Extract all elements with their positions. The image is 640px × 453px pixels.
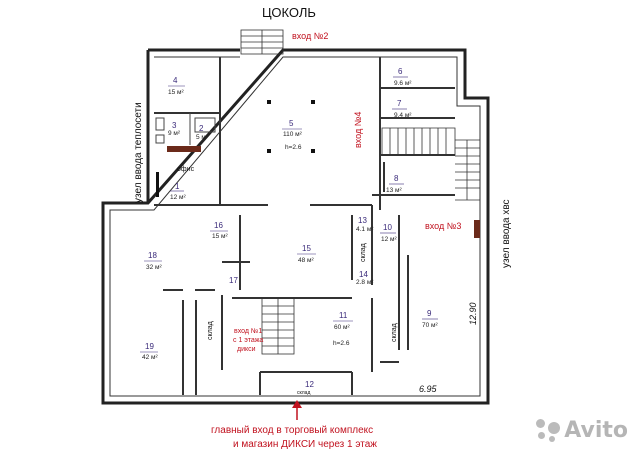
water-meter-block xyxy=(474,220,480,238)
room-10-area: 12 м² xyxy=(381,236,398,243)
entrance-2-label: вход №2 xyxy=(292,31,328,41)
stairs-entrance-4 xyxy=(381,127,456,156)
outer-walls xyxy=(101,48,490,405)
room-8-number: 8 xyxy=(394,174,399,183)
room-16-area: 15 м² xyxy=(212,233,229,240)
room-11-height: h=2.6 xyxy=(333,340,350,347)
sklad-label-2: склад xyxy=(207,321,214,340)
stairs-entrance-2 xyxy=(240,29,284,55)
caption-line-1: главный вход в торговый комплекс xyxy=(211,425,373,436)
room-4-area: 15 м² xyxy=(168,89,185,96)
sklad-label-4: склад xyxy=(297,390,310,396)
room-7-number: 7 xyxy=(397,99,402,108)
room-1-area: 12 м² xyxy=(170,194,187,201)
room-2-number: 2 xyxy=(199,124,204,133)
inner-outline xyxy=(109,56,481,397)
room-8-area: 13 м² xyxy=(386,187,403,194)
water-inlet-label: узел ввода хвс xyxy=(501,199,512,268)
plan-title: ЦОКОЛЬ xyxy=(262,5,316,20)
room-18-area: 32 м² xyxy=(146,264,163,271)
warehouse-labels: склад склад склад склад xyxy=(207,243,398,396)
avito-watermark-text: Avito xyxy=(564,418,628,443)
entrance-1-label-line2: с 1 этажа xyxy=(233,337,263,344)
entrance-4-label: вход №4 xyxy=(353,112,363,148)
entrance-3-label: вход №3 xyxy=(425,221,461,231)
sklad-label-1: склад xyxy=(360,243,367,262)
stairs-entrance-1 xyxy=(261,297,295,355)
room-9-number: 9 xyxy=(427,309,432,318)
caption-line-2: и магазин ДИКСИ через 1 этаж xyxy=(233,439,377,450)
room-13-area: 4.1 м² xyxy=(356,226,374,233)
office-window xyxy=(156,172,159,197)
room-16-number: 16 xyxy=(214,221,223,230)
bathroom-fixtures xyxy=(155,113,216,145)
room-17-number: 17 xyxy=(229,276,238,285)
room-6-area: 9.6 м² xyxy=(394,80,412,87)
room-11-area: 60 м² xyxy=(334,324,351,331)
avito-watermark: Avito xyxy=(536,418,628,443)
room-19-number: 19 xyxy=(145,342,154,351)
room-12-number: 12 xyxy=(305,380,314,389)
room-9-area: 70 м² xyxy=(422,322,439,329)
room-15-area: 48 м² xyxy=(298,257,315,264)
room-labels: 4 15 м² 3 9 м² 2 5 м² офис 1 12 м² 5 110… xyxy=(140,67,439,389)
room-3-area: 9 м² xyxy=(168,130,181,137)
sklad-label-3: склад xyxy=(391,323,398,342)
entrance-1-label-line3: дикси xyxy=(237,346,256,353)
room-14-number: 14 xyxy=(359,270,368,279)
room-3-number: 3 xyxy=(172,121,177,130)
avito-logo-icon xyxy=(536,418,561,443)
room-5-number: 5 xyxy=(289,119,294,128)
columns xyxy=(267,100,315,153)
heating-inlet-label: узел ввода теплосети xyxy=(133,102,144,203)
room-15-number: 15 xyxy=(302,244,311,253)
entrance-1-label-line1: вход №1 xyxy=(234,328,262,335)
room-10-number: 10 xyxy=(383,223,392,232)
room-5-height: h=2.6 xyxy=(285,144,302,151)
room-7-area: 9.4 м² xyxy=(394,112,412,119)
room-19-area: 42 м² xyxy=(142,354,159,361)
room-1-label: офис xyxy=(177,166,195,173)
room-11-number: 11 xyxy=(339,311,348,320)
room-1-number: 1 xyxy=(175,182,180,191)
room-18-number: 18 xyxy=(148,251,157,260)
main-entrance-arrow xyxy=(292,400,302,420)
interior-walls xyxy=(154,57,455,395)
room-4-number: 4 xyxy=(173,76,178,85)
room-5-area: 110 м² xyxy=(283,131,303,138)
room-2-area: 5 м² xyxy=(196,134,209,141)
room-6-number: 6 xyxy=(398,67,403,76)
heating-meter-block xyxy=(167,146,201,152)
room-13-number: 13 xyxy=(358,216,367,225)
stairs-entrance-3 xyxy=(455,139,481,201)
dimension-width: 6.95 xyxy=(419,384,438,394)
dimension-height: 12.90 xyxy=(468,302,478,325)
room-14-area: 2.8 м² xyxy=(356,279,374,286)
